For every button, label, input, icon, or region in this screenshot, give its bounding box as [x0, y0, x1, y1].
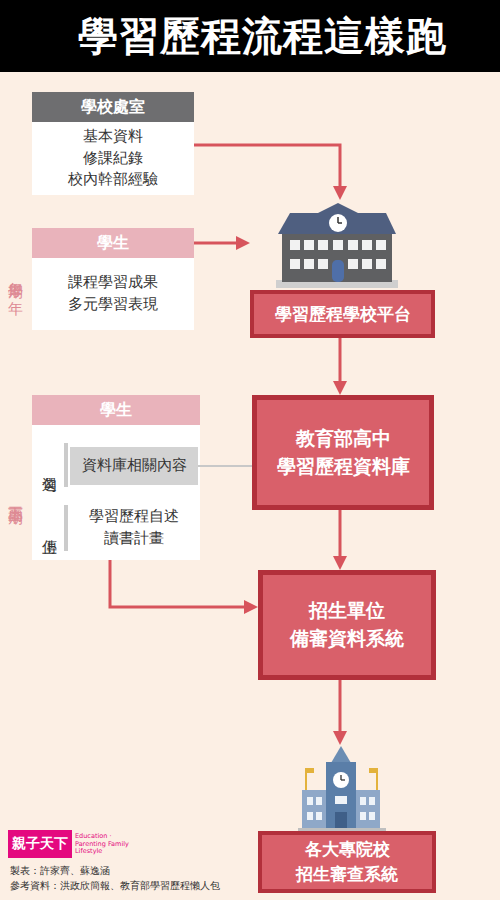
card-body: 基本資料 修課紀錄 校內幹部經驗 — [53, 122, 173, 195]
art-rect — [335, 796, 347, 804]
art-line — [338, 222, 342, 224]
art-rect — [306, 768, 314, 773]
art-rect — [376, 259, 386, 269]
publisher-logo: 親子天下 — [8, 830, 72, 858]
art-rect — [302, 790, 326, 830]
art-rect — [326, 762, 356, 830]
card-body: 課程學習成果 多元學習表現 — [53, 258, 173, 330]
art-rect — [290, 240, 300, 250]
title-bar: 學習歷程流程這樣跑 — [0, 0, 500, 72]
period-label: 高三下學期 — [4, 448, 26, 544]
process-box: 招生單位 備審資料系統 — [258, 570, 436, 680]
action-label: 勾選 — [38, 443, 68, 487]
art-rect — [348, 259, 358, 269]
card-heading: 學生 — [32, 395, 200, 425]
source-note: 參考資料：洪政欣簡報、教育部學習歷程懶人包 — [10, 879, 350, 893]
source-card: 學生課程學習成果 多元學習表現 — [32, 228, 194, 330]
art-rect — [316, 812, 322, 820]
flow-arrow — [339, 338, 342, 387]
art-rect — [282, 232, 392, 282]
credit-note: 製表：許家齊、蘇逸涵 — [10, 864, 330, 878]
art-rect — [369, 812, 375, 820]
art-circle — [329, 214, 347, 232]
art-line — [340, 775, 341, 780]
art-rect — [304, 240, 314, 250]
art-rect — [318, 240, 328, 250]
process-box-label: 各大專院校 招生審查系統 — [258, 831, 436, 893]
art-rect — [332, 260, 344, 282]
art-line — [341, 779, 345, 780]
art-polygon — [331, 746, 351, 763]
student-card: 學生勾選上傳學習歷程自述 讀書計畫 資料庫相關內容 — [32, 395, 200, 560]
process-box-label: 教育部高中 學習歷程資料庫 — [257, 400, 429, 505]
flow-arrow — [110, 560, 250, 607]
art-rect — [307, 797, 313, 805]
art-rect — [316, 797, 322, 805]
art-rect — [335, 812, 347, 830]
diagram-title: 學習歷程流程這樣跑 — [78, 0, 447, 72]
school-building — [276, 203, 398, 288]
art-rect — [362, 259, 372, 269]
art-rect — [360, 812, 366, 820]
art-polygon — [278, 213, 396, 234]
flow-arrow — [194, 242, 242, 245]
flow-arrow — [339, 680, 342, 737]
art-rect — [307, 812, 313, 820]
art-circle — [333, 772, 349, 788]
logo-tagline: Education · Parenting Family Lifestyle — [75, 831, 133, 858]
process-box-label: 學習歷程學校平台 — [250, 290, 435, 338]
art-rect — [348, 240, 358, 250]
process-box: 教育部高中 學習歷程資料庫 — [252, 395, 434, 510]
art-rect — [290, 259, 300, 269]
link-line — [198, 465, 252, 467]
period-label: 每學期／年 — [4, 232, 26, 328]
art-rect — [356, 790, 380, 830]
destination-node: 各大專院校 招生審查系統 — [258, 745, 436, 893]
action-label: 上傳 — [38, 505, 68, 551]
art-rect — [369, 797, 375, 805]
art-rect — [376, 240, 386, 250]
art-rect — [333, 240, 343, 250]
upload-items: 學習歷程自述 讀書計畫 — [74, 505, 194, 551]
item-label: 資料庫相關內容 — [70, 447, 198, 485]
art-rect — [362, 240, 372, 250]
art-line — [337, 217, 339, 223]
art-rect — [304, 259, 314, 269]
database-item: 資料庫相關內容 — [70, 447, 198, 485]
flow-arrow — [194, 145, 340, 192]
platform-node: 學習歷程學校平台 — [250, 200, 435, 338]
card-heading: 學生 — [32, 228, 194, 258]
flow-arrow — [339, 510, 342, 562]
art-rect — [318, 259, 328, 269]
university-building — [298, 746, 386, 833]
art-rect — [360, 797, 366, 805]
card-heading: 學校處室 — [32, 92, 194, 122]
source-card: 學校處室基本資料 修課紀錄 校內幹部經驗 — [32, 92, 194, 195]
process-box-label: 招生單位 備審資料系統 — [263, 575, 431, 675]
art-rect — [369, 768, 377, 773]
